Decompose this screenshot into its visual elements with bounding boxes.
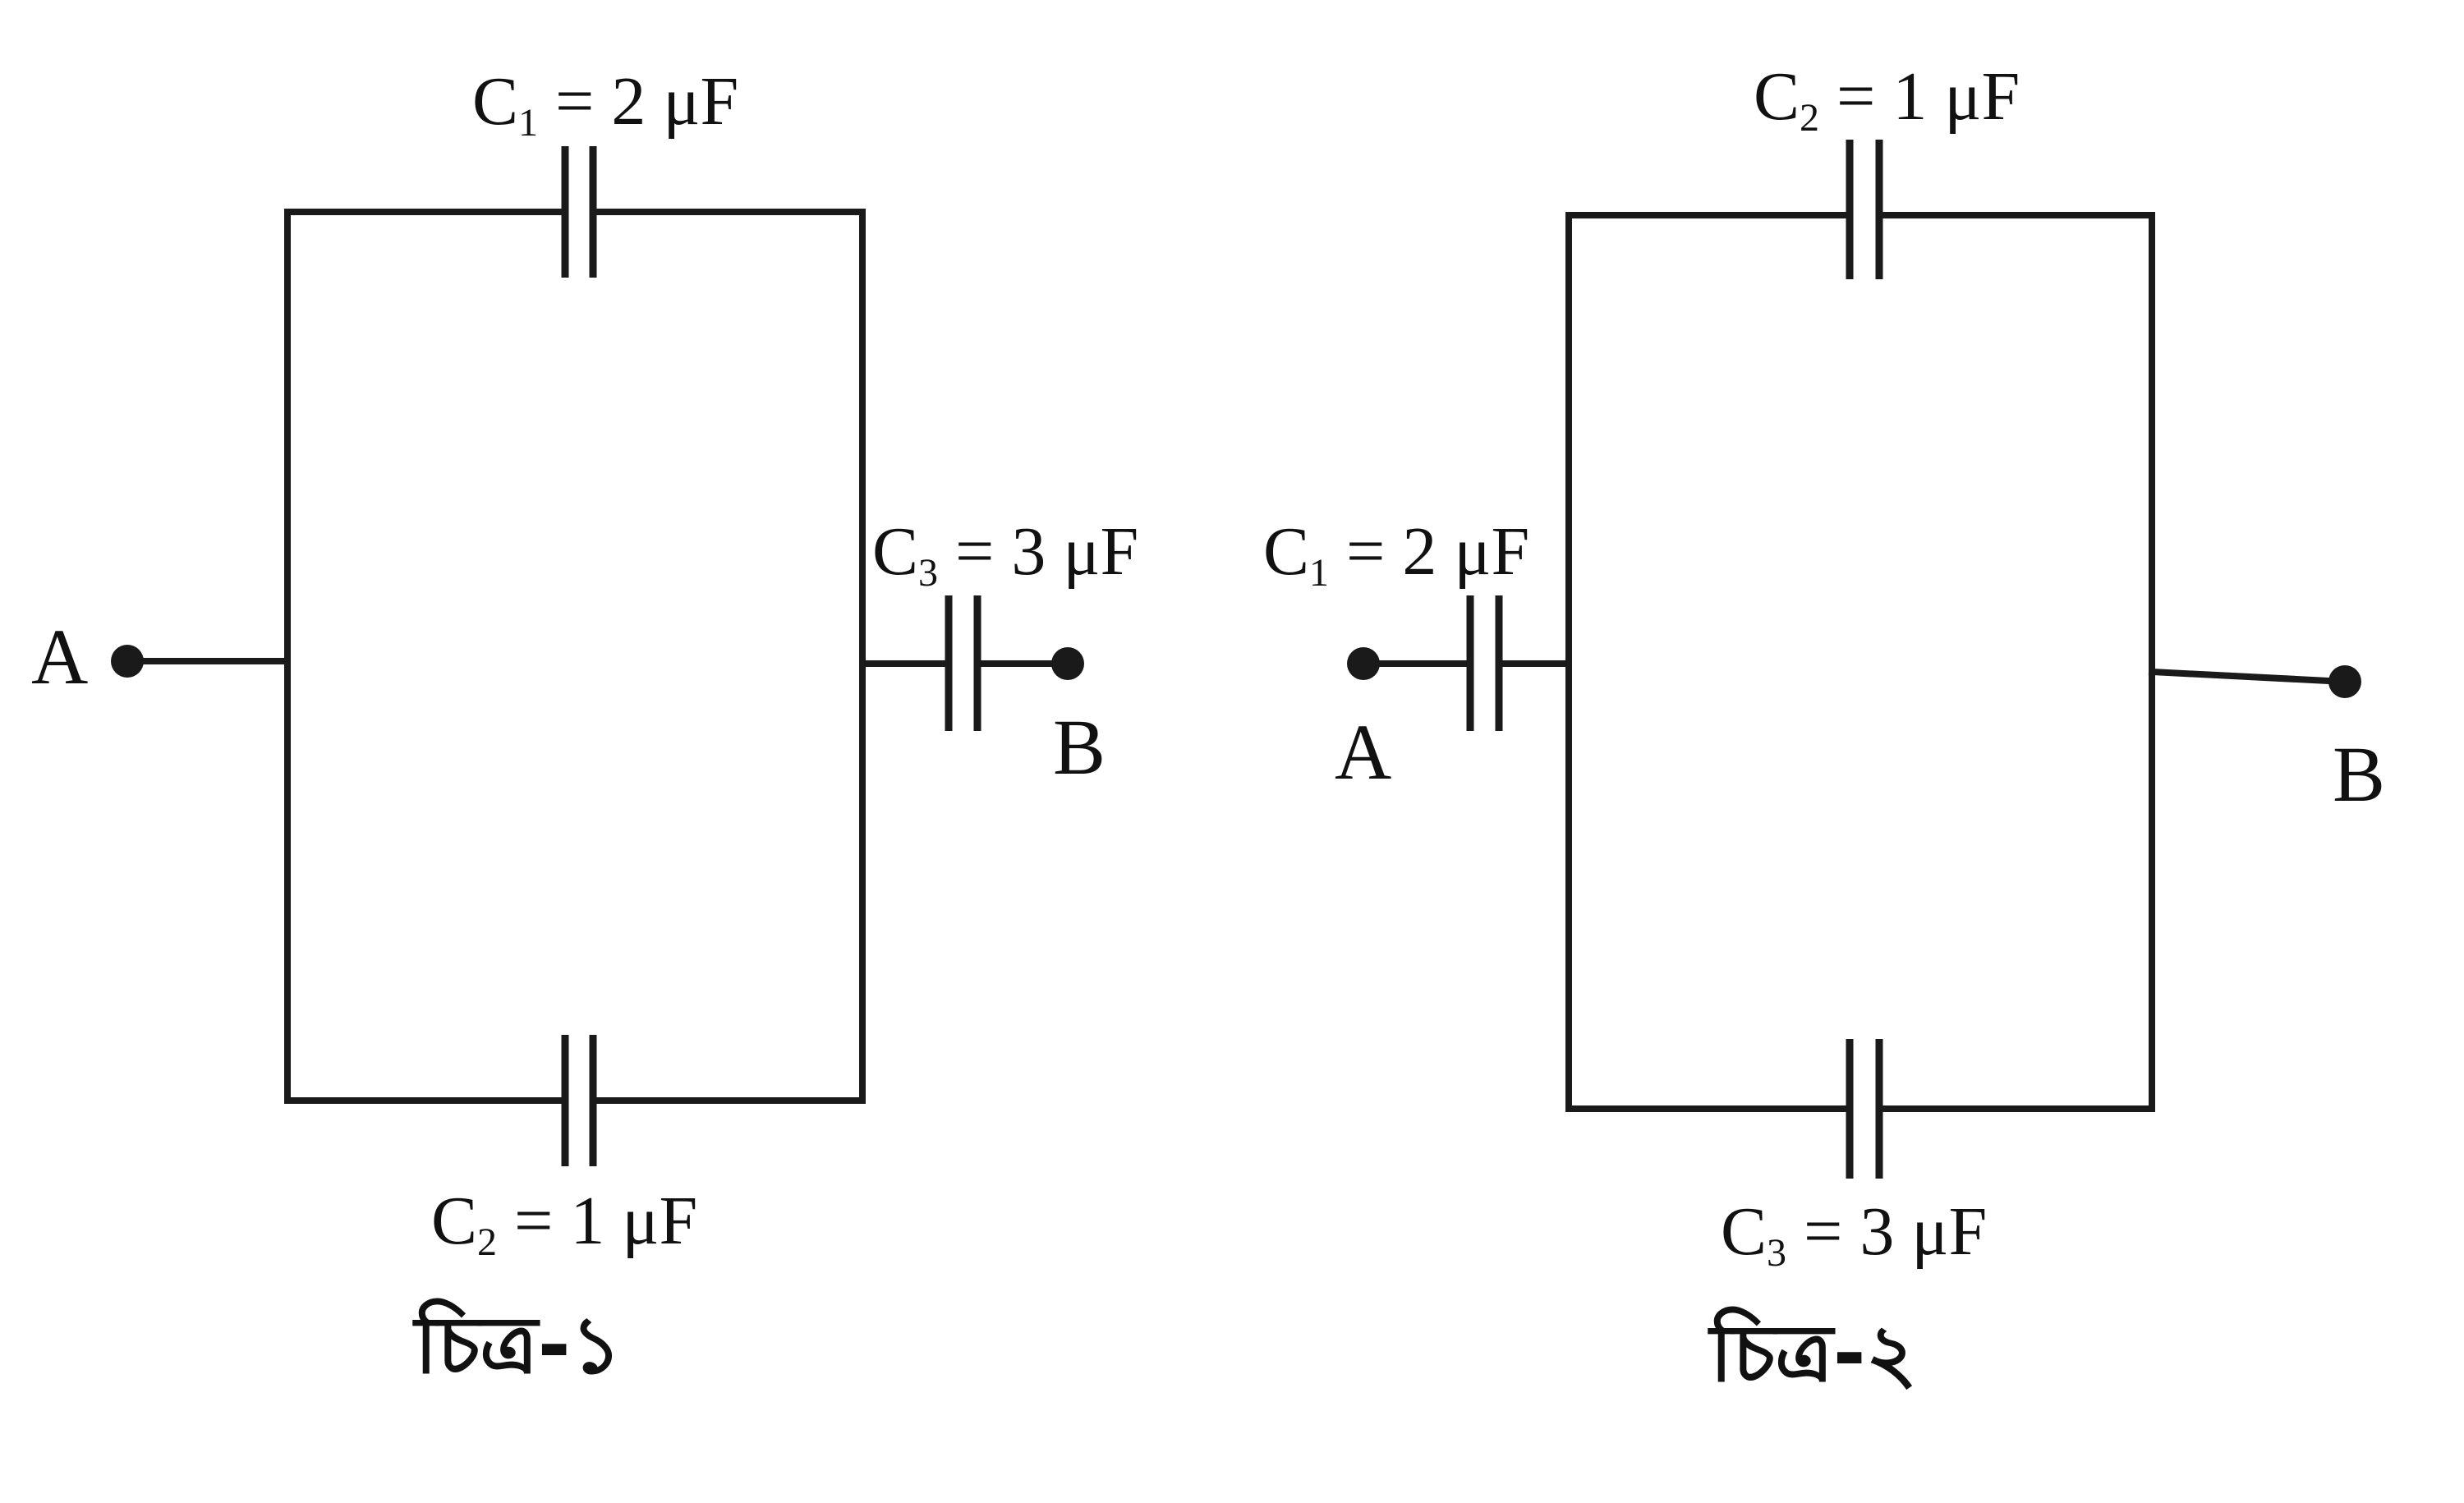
fig2-terminal-b-dot: [2328, 665, 2361, 698]
fig1-terminal-b-label: B: [1053, 703, 1106, 791]
fig2-c3-label: C3 = 3 μF: [1721, 1193, 1988, 1275]
fig1-caption: চিত্র-১: [415, 1299, 622, 1391]
figure2-circuit: [1347, 140, 2361, 1179]
fig1-c1-label: C1 = 2 μF: [472, 63, 739, 145]
fig2-terminal-a-label: A: [1335, 708, 1392, 796]
fig2-c2-label: C2 = 1 μF: [1754, 58, 2020, 140]
fig1-c2-label: C2 = 1 μF: [431, 1183, 698, 1264]
fig1-terminal-b-dot: [1051, 647, 1084, 680]
fig2-terminal-a-dot: [1347, 647, 1380, 680]
fig2-wire-b-lead: [2148, 668, 2349, 686]
fig2-caption: চিত্র-২: [1710, 1308, 1918, 1400]
fig1-terminal-a-dot: [111, 645, 144, 678]
fig1-terminal-a-label: A: [31, 613, 89, 701]
figure1-circuit: [111, 146, 1084, 1166]
fig2-c1-label: C1 = 2 μF: [1263, 513, 1530, 595]
fig1-c3-label: C3 = 3 μF: [872, 513, 1139, 595]
fig2-terminal-b-label: B: [2333, 730, 2386, 818]
